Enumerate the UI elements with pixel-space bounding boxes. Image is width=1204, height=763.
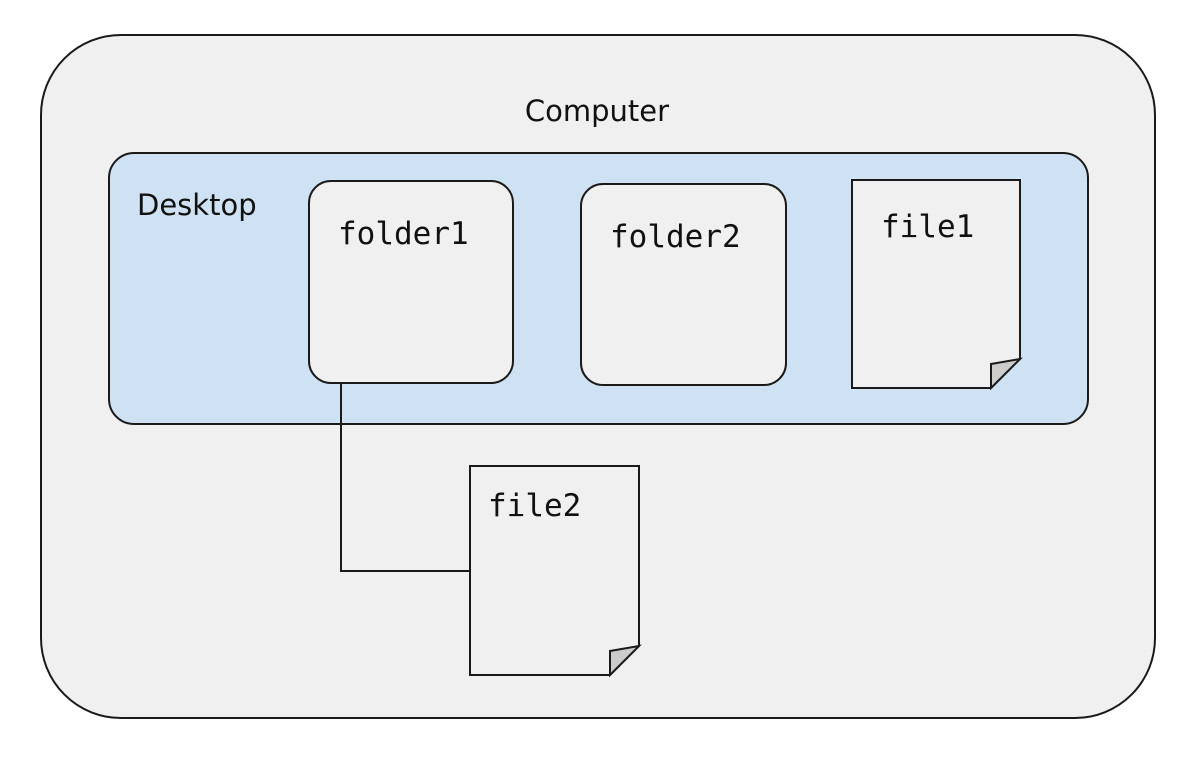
node-file2-fold-icon — [609, 644, 642, 678]
node-file1-label: file1 — [881, 209, 974, 245]
node-file1-fold-icon — [990, 357, 1023, 391]
node-folder2[interactable]: folder2 — [580, 183, 787, 386]
node-folder2-label: folder2 — [610, 219, 741, 255]
node-folder1-shape[interactable] — [308, 180, 514, 384]
edge-folder1-to-file2[interactable] — [340, 345, 470, 572]
container-computer-label: Computer — [525, 94, 669, 128]
node-folder2-shape[interactable] — [580, 183, 787, 386]
node-file2-label: file2 — [488, 488, 581, 524]
node-folder1-label: folder1 — [338, 216, 469, 252]
container-desktop-label: Desktop — [137, 188, 257, 222]
node-folder1[interactable]: folder1 — [308, 180, 514, 384]
node-file2[interactable]: file2 — [469, 465, 642, 678]
node-file1[interactable]: file1 — [851, 179, 1023, 391]
